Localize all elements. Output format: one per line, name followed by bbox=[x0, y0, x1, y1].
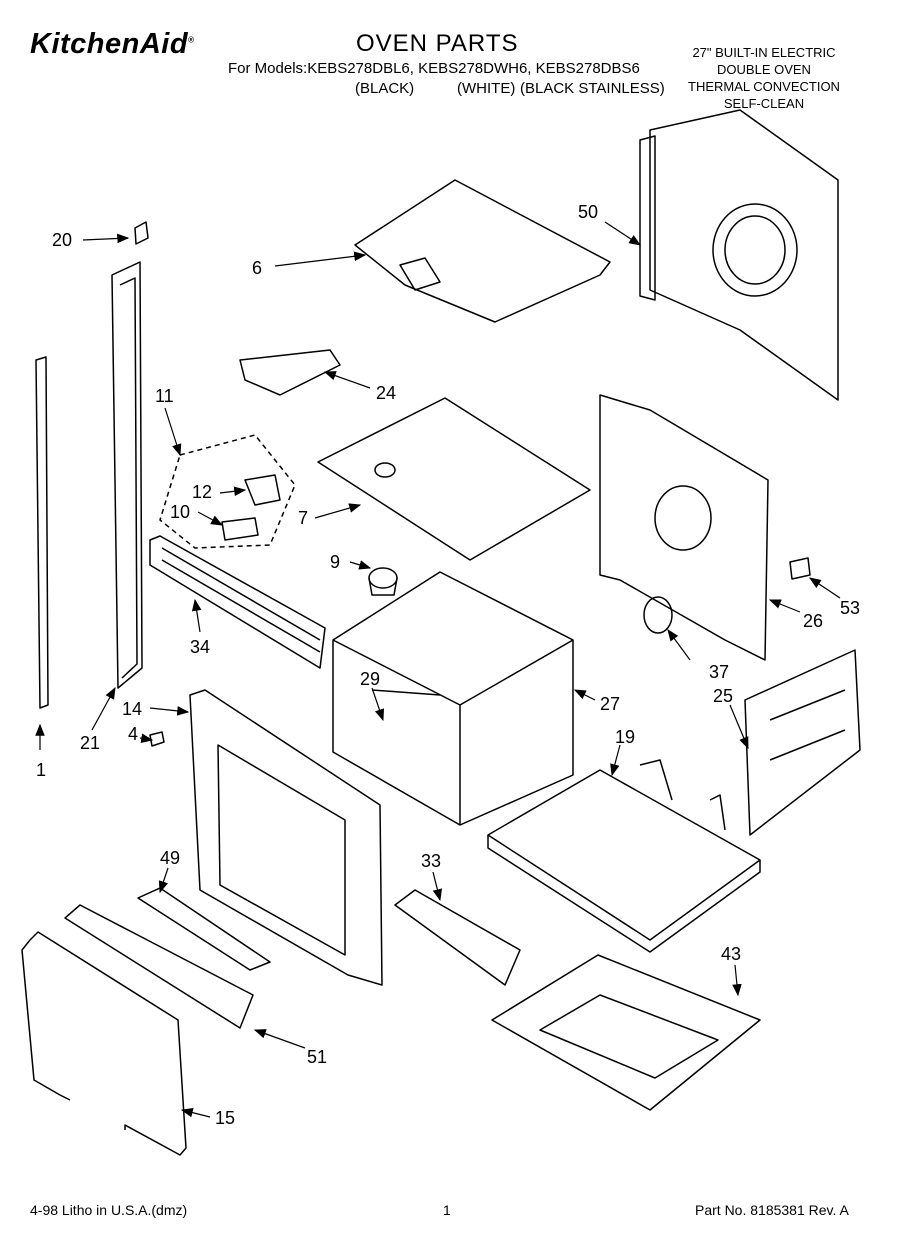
part-37-gasket bbox=[643, 596, 673, 634]
leader-26 bbox=[768, 599, 801, 613]
callout-9: 9 bbox=[330, 552, 341, 572]
part-4-screw bbox=[149, 731, 165, 747]
spec-line: DOUBLE OVEN bbox=[717, 62, 811, 77]
leader-15 bbox=[180, 1107, 211, 1118]
part-9-motor bbox=[368, 567, 398, 589]
callout-14: 14 bbox=[122, 699, 143, 719]
callout-4: 4 bbox=[128, 724, 139, 744]
leader-37 bbox=[667, 629, 691, 661]
leader-24 bbox=[323, 371, 371, 389]
part-29-rod bbox=[371, 689, 441, 696]
callout-21: 21 bbox=[80, 733, 101, 753]
part-7-top-plate bbox=[317, 397, 591, 561]
part-43-bottom-pan bbox=[491, 954, 761, 1111]
callout-25: 25 bbox=[713, 686, 734, 706]
callout-1: 1 bbox=[36, 760, 47, 780]
callout-19: 19 bbox=[615, 727, 636, 747]
leader-51 bbox=[253, 1029, 306, 1049]
leader-27 bbox=[573, 689, 596, 701]
leader-53 bbox=[809, 577, 841, 599]
part-33-strip bbox=[394, 889, 521, 986]
leader-10 bbox=[197, 511, 224, 526]
part-50-back-panel bbox=[649, 109, 839, 401]
callout-26: 26 bbox=[803, 611, 824, 631]
spec-line: THERMAL CONVECTION bbox=[688, 79, 840, 94]
leader-6 bbox=[274, 251, 367, 267]
leader-49 bbox=[158, 867, 169, 894]
leader-29 bbox=[371, 687, 385, 722]
callout-20: 20 bbox=[52, 230, 73, 250]
part-49-strip bbox=[137, 887, 271, 971]
brand-logo: KitchenAid® bbox=[30, 28, 195, 60]
leader-33 bbox=[432, 871, 443, 902]
models-line: For Models:KEBS278DBL6, KEBS278DWH6, KEB… bbox=[228, 60, 640, 77]
leader-4 bbox=[139, 733, 154, 743]
page-title: OVEN PARTS bbox=[356, 30, 519, 57]
litho-note: 4-98 Litho in U.S.A.(dmz) bbox=[30, 1202, 188, 1218]
callout-10: 10 bbox=[170, 502, 191, 522]
part-20-clip bbox=[134, 221, 149, 245]
part-15-door-gasket bbox=[21, 931, 187, 1156]
callout-37: 37 bbox=[709, 662, 730, 682]
part-number: Part No. 8185381 Rev. A bbox=[695, 1202, 849, 1218]
part-27-cavity bbox=[332, 571, 574, 826]
leader-11 bbox=[164, 407, 182, 457]
part-12-sensor bbox=[244, 474, 281, 506]
part-25-rear-cover bbox=[744, 649, 861, 836]
callout-51: 51 bbox=[307, 1047, 328, 1067]
callout-11: 11 bbox=[155, 386, 174, 406]
part-10-label bbox=[221, 517, 259, 541]
part-53-clip bbox=[789, 557, 811, 580]
callout-6: 6 bbox=[252, 258, 263, 278]
callout-27: 27 bbox=[600, 694, 621, 714]
part-24-bracket bbox=[239, 349, 341, 396]
part-21-side-trim bbox=[111, 261, 143, 689]
part-6-shield bbox=[354, 179, 611, 323]
color-label-white: (WHITE) bbox=[457, 80, 516, 97]
callout-15: 15 bbox=[215, 1108, 236, 1128]
leader-20 bbox=[82, 233, 130, 244]
leader-9 bbox=[349, 560, 372, 570]
color-label-stainless: (BLACK STAINLESS) bbox=[520, 80, 665, 97]
oven-spec: 27" BUILT-IN ELECTRIC DOUBLE OVEN THERMA… bbox=[669, 44, 859, 112]
part-26-side-panel bbox=[599, 394, 769, 661]
leader-7 bbox=[314, 503, 362, 519]
leader-43 bbox=[732, 964, 742, 997]
spec-line: 27" BUILT-IN ELECTRIC bbox=[692, 45, 836, 60]
leader-12 bbox=[219, 486, 247, 497]
leader-25 bbox=[729, 704, 749, 750]
part-11-group bbox=[159, 434, 296, 549]
color-label-black: (BLACK) bbox=[355, 80, 415, 97]
callout-53: 53 bbox=[840, 598, 861, 618]
callout-34: 34 bbox=[190, 637, 211, 657]
leader-19 bbox=[610, 744, 621, 777]
part-1-strip bbox=[35, 356, 49, 709]
part-34-vent-panel bbox=[149, 535, 326, 669]
callout-50: 50 bbox=[578, 202, 599, 222]
leader-50 bbox=[604, 221, 642, 246]
callout-7: 7 bbox=[298, 508, 309, 528]
callout-33: 33 bbox=[421, 851, 442, 871]
callout-49: 49 bbox=[160, 848, 181, 868]
leader-21 bbox=[91, 686, 116, 731]
callout-29: 29 bbox=[360, 669, 381, 689]
spec-line: SELF-CLEAN bbox=[723, 96, 805, 111]
part-51-vent-strip bbox=[64, 904, 254, 1029]
callout-43: 43 bbox=[721, 944, 742, 964]
page-number: 1 bbox=[443, 1202, 451, 1218]
part-14-front-frame bbox=[189, 689, 383, 986]
callout-12: 12 bbox=[192, 482, 213, 502]
callout-24: 24 bbox=[376, 383, 397, 403]
leader-34 bbox=[191, 598, 202, 633]
leader-14 bbox=[149, 706, 190, 716]
